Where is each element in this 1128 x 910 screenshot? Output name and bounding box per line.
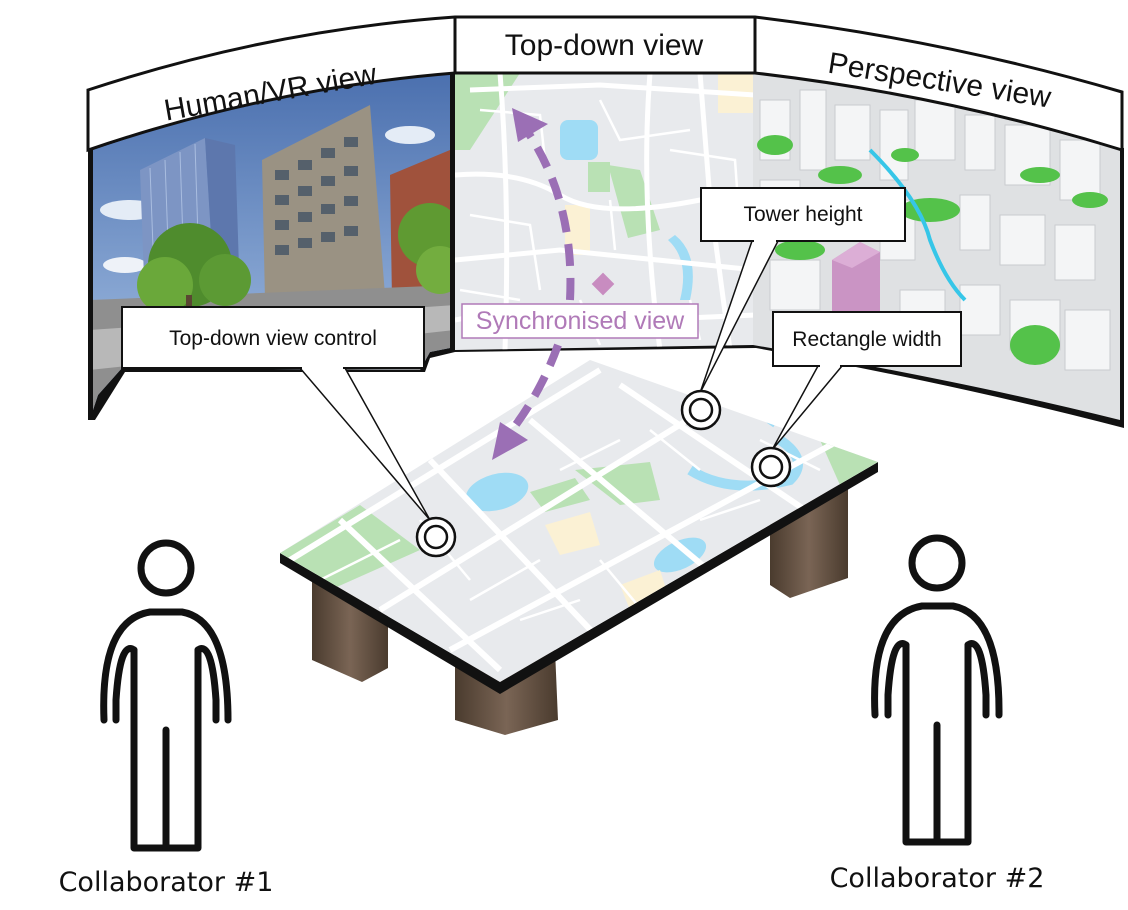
callout-tower-height: Tower height <box>699 187 906 394</box>
collaborator-2-label: Collaborator #2 <box>830 863 1045 894</box>
callout-label: Rectangle width <box>792 328 941 351</box>
callout-label: Top-down view control <box>169 327 377 350</box>
sync-label-box <box>461 303 699 339</box>
panel-title-top-down: Top-down view <box>505 29 704 62</box>
panel-title-bar <box>86 15 1124 153</box>
callout-label: Tower height <box>743 203 862 226</box>
collaborator-1-label: Collaborator #1 <box>59 867 274 898</box>
sync-label: Synchronised view <box>476 307 685 335</box>
sync-arrow-lower <box>504 343 562 438</box>
collaborator-1-figure <box>100 539 232 852</box>
control-marker-top-down[interactable] <box>415 516 457 558</box>
sync-arrowhead-up <box>512 108 548 142</box>
sync-arrowhead-down <box>492 422 528 460</box>
callout-rectangle-width: Rectangle width <box>771 311 962 451</box>
control-marker-tower-height[interactable] <box>680 389 722 431</box>
control-marker-rectangle-width[interactable] <box>750 446 792 488</box>
collaborator-2-figure <box>871 534 1003 846</box>
callout-top-down-view-control: Top-down view control <box>121 306 431 521</box>
